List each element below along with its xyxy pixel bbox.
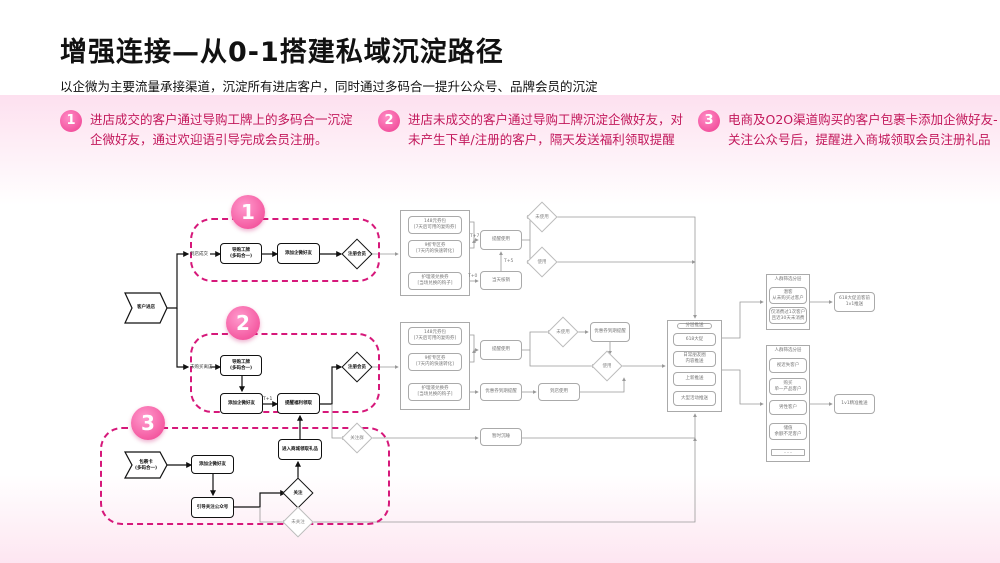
push-item-4: 大型活动推送 (673, 391, 716, 406)
point-3: 3 电商及O2O渠道购买的客户包裹卡添加企微好友-关注公众号后，提醒进入商城领取会… (698, 110, 998, 150)
unused-label-1: 未使用 (535, 215, 549, 220)
group-1-outline (190, 218, 380, 282)
coupon-1: 148元券包 [7天后可用的复购券] (408, 216, 462, 234)
add-wecom-node-3: 添加企微好友 (191, 455, 234, 474)
package-card: 包裹卡 (多码合一) (134, 460, 158, 471)
push-item-1: 618大促 (673, 333, 716, 346)
t7-label: T+7 (470, 234, 480, 239)
push-title: 分层推送 (677, 323, 712, 329)
coupon-3: 护理液兑换券 [当场兑换的钩子] (408, 272, 462, 290)
point-1: 1 进店成交的客户通过导购工牌上的多码合一沉淀企微好友，通过欢迎语引导完成会员注册… (60, 110, 360, 150)
register-label-2: 注册会员 (348, 365, 366, 370)
not-bought-label: 未购买离店 (190, 365, 213, 370)
background-band (0, 95, 1000, 563)
point-text: 进店未成交的客户通过导购工牌沉淀企微好友，对未产生下单/注册的客户，隔天发送福利… (408, 112, 684, 147)
crowd-title-2: 人群筛选分层 (771, 348, 805, 354)
crowd2-item-2: 购买 单一产品客户 (769, 378, 807, 395)
same-day-node: 当天核销 (480, 271, 522, 290)
number-badge: 3 (698, 110, 720, 132)
t5-label: T+5 (504, 259, 514, 264)
crowd-title-1: 人群筛选分层 (771, 277, 805, 283)
push-item-2: 日常朋友圈 内容推送 (673, 351, 716, 367)
badge-node-1: 导购工牌 (多码合一) (220, 243, 262, 264)
group-2-badge: 2 (226, 306, 260, 340)
coupon-3b: 护理液兑换券 [当场兑换的钩子] (408, 383, 462, 401)
remind-gift-node: 提醒福利领取 (277, 393, 320, 414)
t0-label: T+0 (468, 274, 478, 279)
number-badge: 1 (60, 110, 82, 132)
coupon-2: 9折专区券 [7天内的快速转化] (408, 240, 462, 258)
add-wecom-node-1: 添加企微好友 (277, 243, 320, 264)
group-1-badge: 1 (231, 195, 265, 229)
badge-node-2: 导购工牌 (多码合一) (220, 355, 262, 376)
coupon-expire-node-1: 优惠券到期提醒 (480, 383, 522, 401)
join-group-label: 关注群 (350, 436, 364, 441)
page-subtitle: 以企微为主要流量承接渠道，沉淀所有进店客户，同时通过多码合一提升公众号、品牌会员… (60, 79, 598, 94)
crowd1-item-1: 潜客 从未购买过客户 (769, 287, 807, 304)
coupon-1b: 148元券包 [7天后可用的复购券] (408, 327, 462, 345)
page-title: 增强连接—从0-1搭建私域沉淀路径 (60, 37, 504, 68)
output-node-1: 618大促追客前 1v1推送 (834, 292, 875, 312)
push-item-3: 上新推送 (673, 372, 716, 386)
crowd2-item-1: 视近失客户 (769, 358, 807, 373)
coupon-expire-node-2: 优惠券到期提醒 (590, 322, 630, 342)
add-wecom-node-2: 添加企微好友 (220, 393, 263, 414)
t1-label: T+1 (263, 397, 273, 402)
group-3-outline (100, 427, 390, 525)
remind-use-node-1: 提醒使用 (480, 230, 522, 250)
coupon-2b: 9折专区券 [7天内的快速转化] (408, 353, 462, 371)
follow-label: 关注 (293, 491, 303, 496)
point-text: 进店成交的客户通过导购工牌上的多码合一沉淀企微好友，通过欢迎语引导完成会员注册。 (90, 112, 353, 147)
crowd2-item-4: 储值 余额不足客户 (769, 423, 807, 440)
output-node-2: 1v1精准推送 (834, 394, 875, 414)
used-label-2: 使用 (602, 364, 612, 369)
register-label-1: 注册会员 (348, 252, 366, 257)
crowd2-item-more: …… (771, 449, 805, 456)
number-badge: 2 (378, 110, 400, 132)
not-follow-label: 未关注 (291, 520, 305, 525)
point-2: 2 进店未成交的客户通过导购工牌沉淀企微好友，对未产生下单/注册的客户，隔天发送福… (378, 110, 690, 150)
store-use-node: 到店使用 (538, 383, 580, 401)
group-3-badge: 3 (131, 406, 165, 440)
point-text: 电商及O2O渠道购买的客户包裹卡添加企微好友-关注公众号后，提醒进入商城领取会员… (728, 112, 998, 147)
used-label-1: 使用 (537, 260, 547, 265)
dormant-node: 暂时沉睡 (480, 428, 522, 446)
unused-label-2: 未使用 (556, 330, 570, 335)
crowd2-item-3: 男性客户 (769, 400, 807, 415)
customer-entry: 客户进店 (137, 305, 155, 310)
enter-mall-node: 进入商城领取礼品 (278, 439, 322, 460)
guide-follow-node: 引导关注公众号 (191, 497, 234, 518)
remind-use-node-2: 提醒使用 (480, 340, 522, 360)
bought-label: 到店成交 (190, 252, 208, 257)
crowd1-item-2: 仅消费过1次客户 且近30天未消费 (769, 307, 807, 324)
